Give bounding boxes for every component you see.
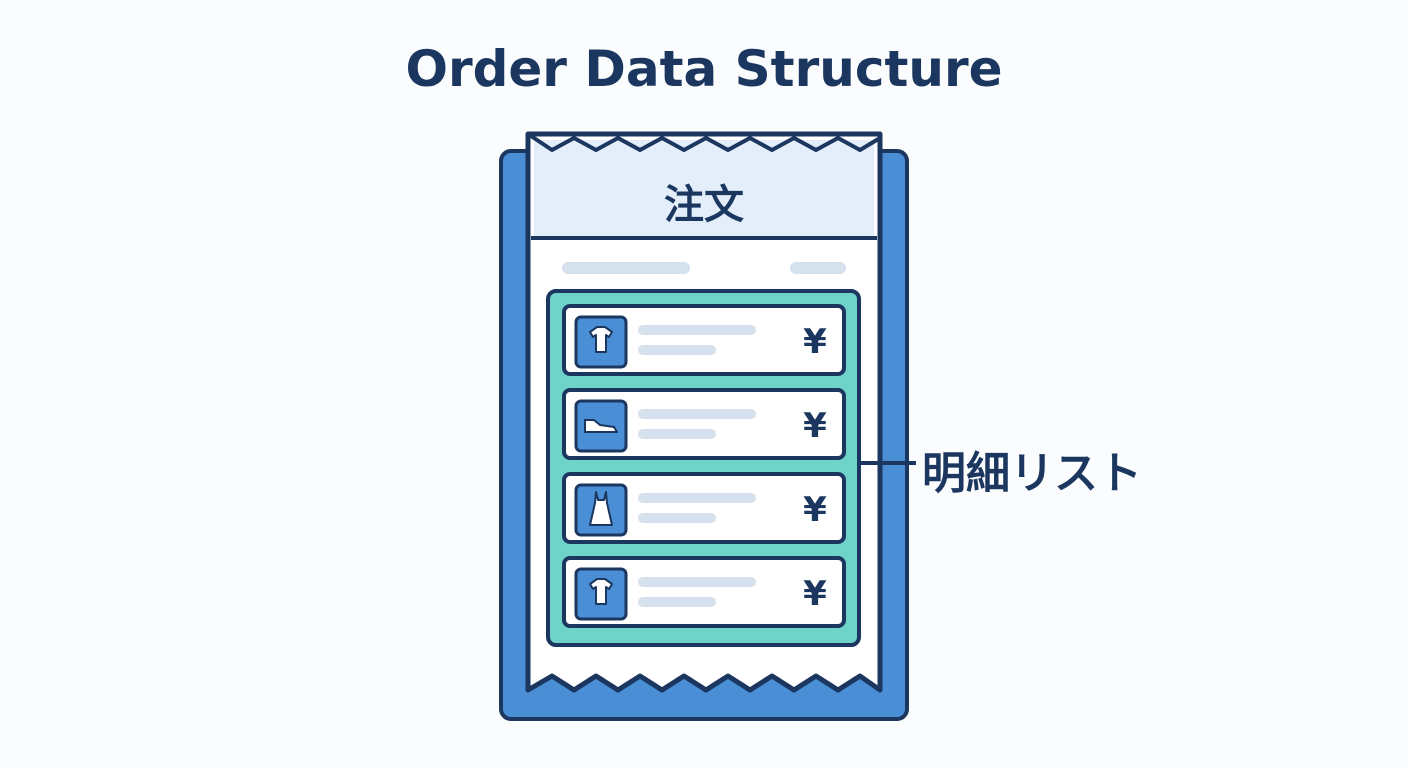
item-detail-placeholder [638,513,716,523]
tshirt-glyph [589,578,613,605]
item-name-placeholder [638,493,756,503]
item-detail-placeholder [638,429,716,439]
meta-placeholder-right [790,262,846,274]
line-item-row [562,556,846,628]
meta-placeholder-left [562,262,690,274]
item-detail-placeholder [638,597,716,607]
item-detail-placeholder [638,345,716,355]
diagram-title: Order Data Structure [405,40,1003,98]
item-name-placeholder [638,325,756,335]
line-item-row [562,472,846,544]
price-symbol: ¥ [803,574,827,614]
receipt-header-label: 注文 [664,182,744,228]
item-name-placeholder [638,409,756,419]
line-item-card [562,472,846,544]
price-symbol: ¥ [803,406,827,446]
line-item-card [562,556,846,628]
receipt-top-wave [526,132,882,152]
price-symbol: ¥ [803,322,827,362]
line-item-card [562,304,846,376]
receipt-header-band [534,140,874,238]
dress-glyph [589,491,613,526]
tshirt-glyph [589,326,613,353]
line-item-row [562,388,846,460]
shoe-glyph [584,419,618,433]
price-symbol: ¥ [803,490,827,530]
line-item-card [562,388,846,460]
line-item-row [562,304,846,376]
line-items-callout-label: 明細リスト [922,448,1142,499]
item-name-placeholder [638,577,756,587]
